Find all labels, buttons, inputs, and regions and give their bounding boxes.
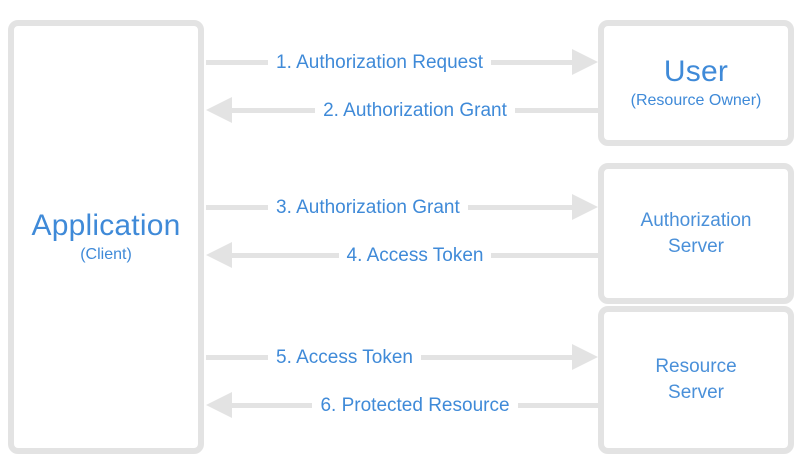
flow-arrow-2: 2. Authorization Grant <box>206 97 598 123</box>
flow-arrow-4: 4. Access Token <box>206 242 599 268</box>
arrowhead-left-icon <box>206 242 232 268</box>
flow-6-line-right <box>517 402 599 408</box>
node-resource-server-line1: Resource <box>655 356 737 378</box>
flow-1-line-right <box>491 59 572 65</box>
arrowhead-right-icon <box>572 344 598 370</box>
flow-6-line-left <box>232 402 313 408</box>
flow-5-line-right <box>420 354 572 360</box>
node-user: User (Resource Owner) <box>598 20 794 146</box>
flow-arrow-5: 5. Access Token <box>206 344 598 370</box>
flow-arrow-6: 6. Protected Resource <box>206 392 599 418</box>
node-resource-server-line2: Server <box>668 382 724 403</box>
flow-2-line-left <box>232 107 316 113</box>
flow-4-line-left <box>232 252 339 258</box>
node-user-subtitle: (Resource Owner) <box>630 91 762 109</box>
flow-6-label: 6. Protected Resource <box>320 394 510 416</box>
node-application-subtitle: (Client) <box>80 245 132 263</box>
flow-3-line-right <box>467 204 572 210</box>
flow-1-label: 1. Authorization Request <box>276 51 484 73</box>
flow-2-line-right <box>514 107 598 113</box>
arrowhead-right-icon <box>572 49 598 75</box>
flow-5-line-left <box>206 354 268 360</box>
flow-5-label: 5. Access Token <box>276 346 413 368</box>
arrowhead-left-icon <box>206 392 232 418</box>
node-resource-server: Resource Server <box>598 306 794 454</box>
node-application: Application (Client) <box>8 20 204 454</box>
flow-2-label: 2. Authorization Grant <box>323 99 507 121</box>
node-user-title: User <box>663 55 729 89</box>
node-authorization-server: Authorization Server <box>598 163 794 304</box>
flow-3-label: 3. Authorization Grant <box>276 196 460 218</box>
node-authorization-server-line1: Authorization <box>640 209 752 231</box>
flow-1-line-left <box>206 59 268 65</box>
node-authorization-server-line2: Server <box>668 235 724 257</box>
arrowhead-right-icon <box>572 194 598 220</box>
flow-arrow-3: 3. Authorization Grant <box>206 194 598 220</box>
arrowhead-left-icon <box>206 97 232 123</box>
flow-4-label: 4. Access Token <box>346 244 484 266</box>
flow-4-line-right <box>491 252 599 258</box>
flow-arrow-1: 1. Authorization Request <box>206 49 598 75</box>
flow-3-line-left <box>206 204 268 210</box>
node-application-title: Application <box>31 209 181 243</box>
